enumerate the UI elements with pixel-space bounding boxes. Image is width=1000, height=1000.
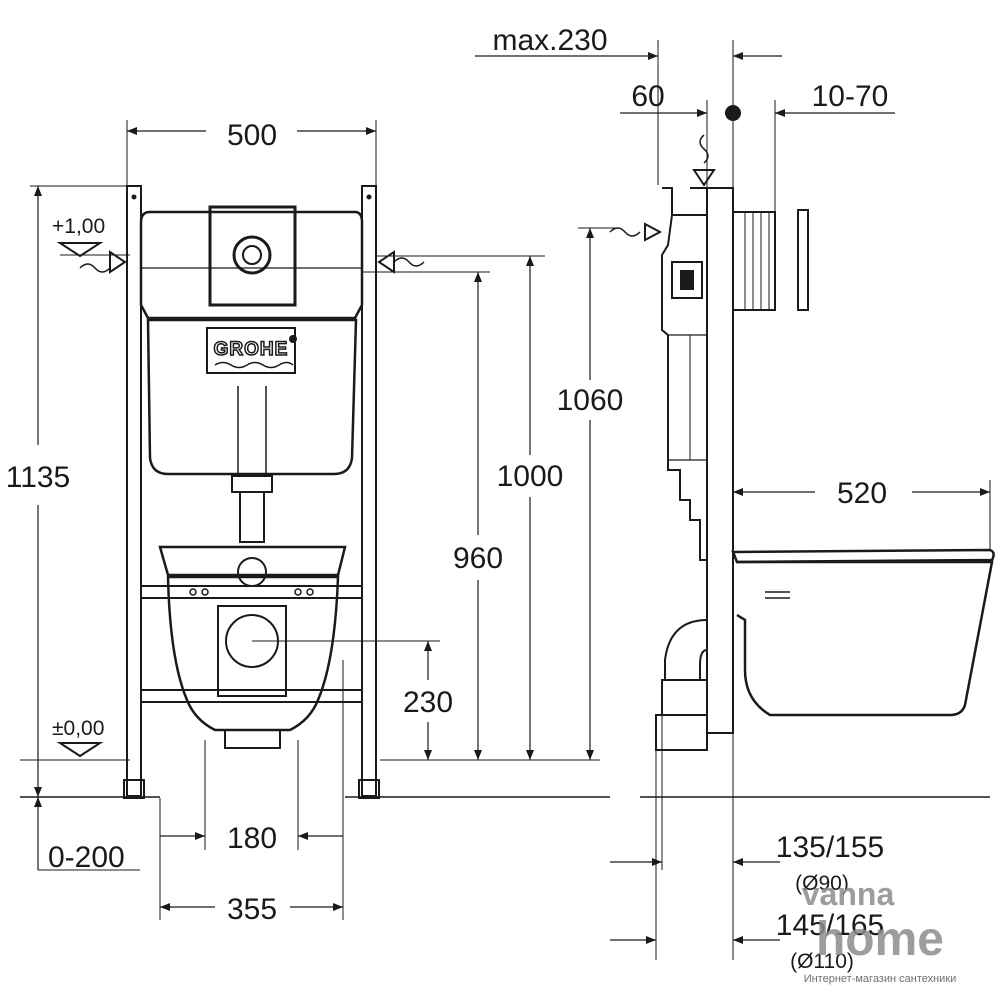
watermark-line2: home bbox=[816, 913, 944, 966]
dim-d90-label: (Ø90) bbox=[795, 872, 849, 895]
dim-1060-label: 1060 bbox=[557, 384, 624, 417]
dim-1135 bbox=[30, 185, 127, 797]
dim-500-label: 500 bbox=[227, 119, 277, 152]
cistern: GROHE bbox=[139, 205, 364, 476]
dim-d110-label: (Ø110) bbox=[790, 950, 854, 973]
level-markers bbox=[56, 242, 130, 758]
dim-10-70 bbox=[774, 100, 895, 212]
dim-960 bbox=[362, 271, 490, 760]
dim-135-155-label: 135/155 bbox=[776, 831, 884, 864]
dim-520-label: 520 bbox=[837, 477, 887, 510]
side-view: max.230 60 10-70 520 135/155 (Ø90) bbox=[475, 24, 995, 973]
dim-960-label: 960 bbox=[453, 542, 503, 575]
dim-180 bbox=[160, 740, 343, 850]
dim-520 bbox=[733, 480, 991, 550]
dim-0-200-label: 0-200 bbox=[48, 841, 125, 874]
dim-355-label: 355 bbox=[227, 893, 277, 926]
dim-1000-label: 1000 bbox=[497, 460, 564, 493]
dim-max230-label: max.230 bbox=[492, 24, 607, 57]
watermark-tagline: Интернет-магазин сантехники bbox=[804, 973, 957, 985]
dim-60-label: 60 bbox=[631, 80, 664, 113]
side-drain-pipe bbox=[655, 619, 708, 960]
dim-500 bbox=[126, 120, 377, 186]
dim-0-200 bbox=[34, 797, 140, 871]
dim-1060 bbox=[578, 227, 620, 760]
water-supply-arrows bbox=[79, 250, 425, 274]
dim-1000 bbox=[376, 255, 545, 760]
level-top-label: +1,00 bbox=[52, 215, 105, 238]
toilet-bowl-front bbox=[158, 545, 347, 749]
dim-180-label: 180 bbox=[227, 822, 277, 855]
side-cistern bbox=[661, 187, 707, 561]
dim-1135-label: 1135 bbox=[6, 461, 71, 494]
frame-posts bbox=[123, 185, 380, 799]
dim-10-70-label: 10-70 bbox=[812, 80, 889, 113]
dim-230 bbox=[252, 640, 600, 761]
watermark: vanna home Интернет-магазин сантехники bbox=[802, 876, 957, 985]
front-view: GROHE bbox=[6, 119, 624, 926]
floor-lines bbox=[20, 759, 990, 798]
dim-60 bbox=[620, 100, 708, 188]
brand-logo: GROHE bbox=[214, 339, 289, 360]
dim-355 bbox=[159, 660, 344, 920]
dim-145-165-label: 145/165 bbox=[776, 909, 884, 942]
level-zero-label: ±0,00 bbox=[52, 717, 104, 740]
flush-pipe bbox=[231, 475, 273, 587]
toilet-bowl-side bbox=[731, 548, 995, 717]
dim-230-label: 230 bbox=[403, 686, 453, 719]
watermark-line1: vanna bbox=[802, 876, 895, 912]
side-frame bbox=[706, 40, 809, 960]
